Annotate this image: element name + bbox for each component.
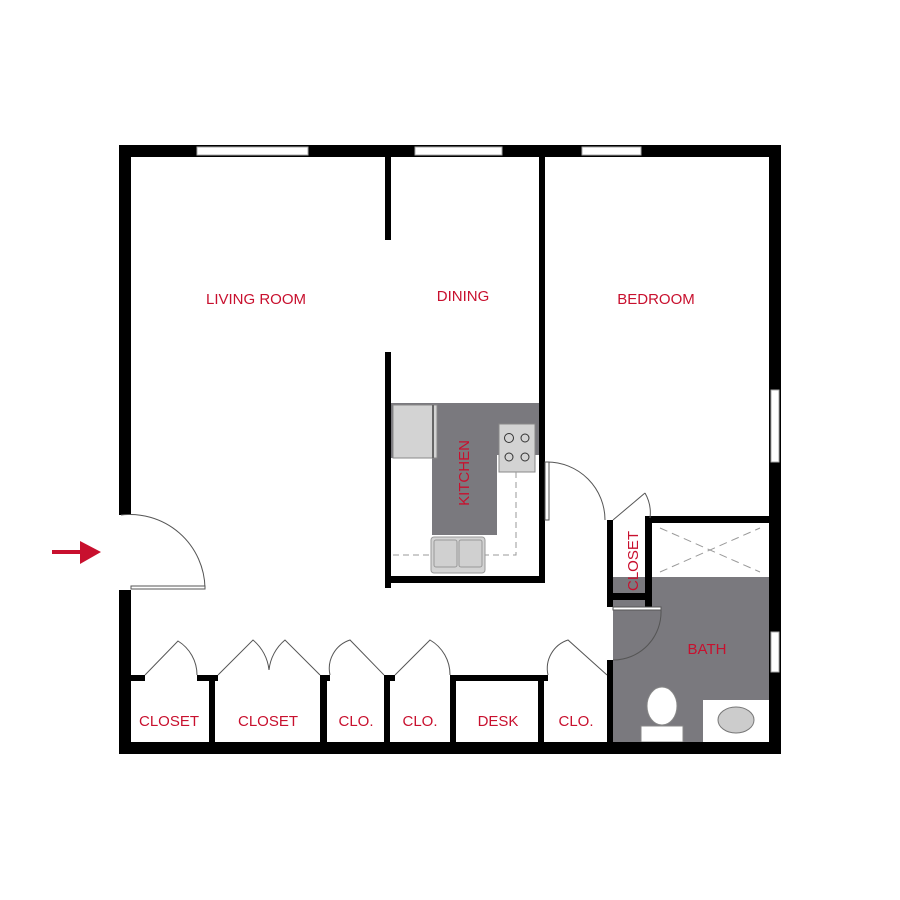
kitchen-label: KITCHEN — [456, 440, 473, 506]
clo-3-label: CLO. — [558, 713, 593, 730]
clo-2-label: CLO. — [402, 713, 437, 730]
desk-label: DESK — [478, 713, 519, 730]
doors — [120, 461, 662, 676]
living-room-label: LIVING ROOM — [206, 291, 306, 308]
hall-closet-label: CLOSET — [625, 531, 642, 591]
toilet-icon — [646, 686, 678, 726]
bath-floor — [613, 523, 769, 743]
kitchen-floor — [391, 403, 539, 574]
refrigerator-icon — [392, 404, 438, 459]
stove-icon — [498, 423, 536, 473]
bath-label: BATH — [688, 641, 727, 658]
windows — [196, 146, 780, 673]
entry-arrow-icon — [52, 541, 101, 564]
closet-2-label: CLOSET — [238, 713, 298, 730]
closet-1-label: CLOSET — [139, 713, 199, 730]
sink-icon — [717, 706, 755, 734]
dining-label: DINING — [437, 288, 490, 305]
clo-1-label: CLO. — [338, 713, 373, 730]
sink-icon — [430, 536, 486, 574]
bedroom-label: BEDROOM — [617, 291, 695, 308]
